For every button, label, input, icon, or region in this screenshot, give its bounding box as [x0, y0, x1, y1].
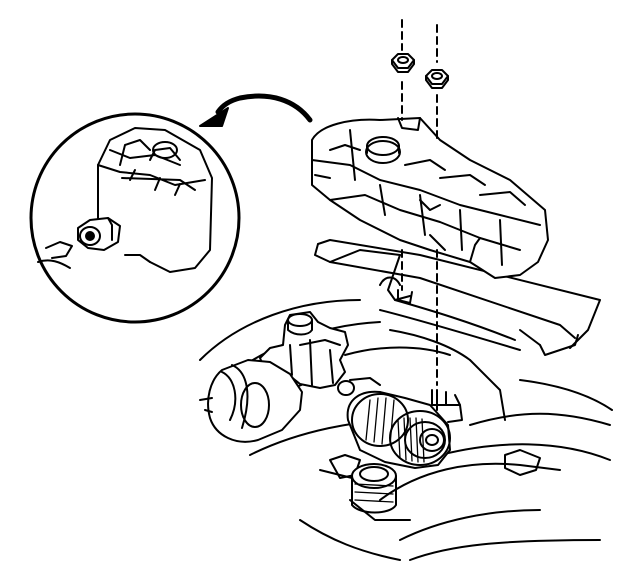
cowl-panel [314, 239, 601, 356]
brake-booster [199, 359, 303, 443]
reservoir-cap [365, 136, 401, 164]
alternator-pulley [346, 390, 463, 469]
detail-inset [29, 112, 241, 324]
callout-arrow-icon [199, 93, 313, 127]
lower-canister [319, 449, 541, 514]
engine-compartment [199, 299, 613, 561]
hose-connector [37, 217, 121, 269]
mounting-nuts [391, 19, 449, 411]
